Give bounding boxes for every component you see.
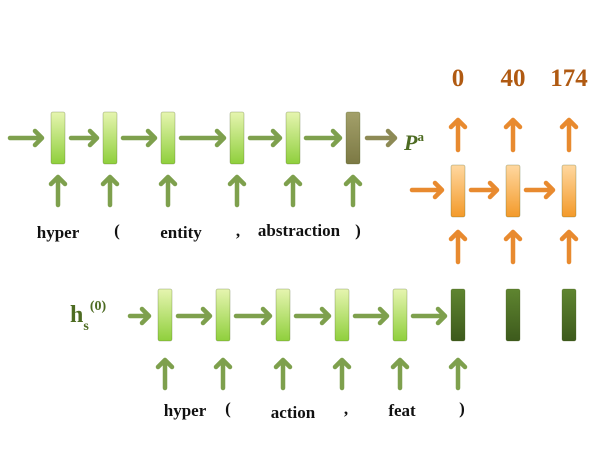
token-label: ) <box>459 399 465 418</box>
token-label: abstraction <box>258 221 341 240</box>
up-arrow-icon <box>343 174 363 208</box>
up-arrow-icon <box>559 117 579 153</box>
token-label: ( <box>225 399 231 418</box>
encoder-cell <box>157 288 173 342</box>
up-arrow-icon <box>448 357 468 391</box>
right-arrow-icon <box>68 128 100 148</box>
encoder-cell <box>102 111 118 165</box>
encoder-cell <box>160 111 176 165</box>
decoder-outputs: 0 40 174 <box>452 65 589 92</box>
top-token-row: hyper ( entity , abstraction ) <box>37 221 361 242</box>
output-number: 174 <box>550 65 588 92</box>
final-state-cell <box>450 288 466 342</box>
right-arrow-icon <box>468 180 500 200</box>
right-arrow-icon <box>233 306 273 326</box>
right-arrow-icon <box>364 128 398 148</box>
right-arrow-icon <box>410 306 448 326</box>
bottom-token-row: hyper ( action , feat ) <box>164 399 465 422</box>
decoder-cell <box>450 164 466 218</box>
up-arrow-icon <box>100 174 120 208</box>
final-encoder-cell <box>345 111 361 165</box>
encoder-cell <box>334 288 350 342</box>
token-label: hyper <box>164 401 207 420</box>
right-arrow-icon <box>178 128 227 148</box>
up-arrow-icon <box>448 117 468 153</box>
encoder-cell <box>275 288 291 342</box>
up-arrow-icon <box>273 357 293 391</box>
decoder-cell <box>505 164 521 218</box>
up-arrow-icon <box>155 357 175 391</box>
token-label: feat <box>388 401 416 420</box>
output-number: 0 <box>452 65 465 92</box>
encoder-cell <box>285 111 301 165</box>
encoder-output-label: Pa <box>403 129 424 155</box>
right-arrow-icon <box>409 180 445 200</box>
token-label: hyper <box>37 223 80 242</box>
up-arrow-icon <box>158 174 178 208</box>
right-arrow-icon <box>352 306 390 326</box>
right-arrow-icon <box>247 128 283 148</box>
up-arrow-icon <box>559 229 579 265</box>
right-arrow-icon <box>175 306 213 326</box>
decoder-cell <box>561 164 577 218</box>
dark-state-cell <box>561 288 577 342</box>
right-arrow-icon <box>293 306 332 326</box>
encoder-cell <box>229 111 245 165</box>
token-label: action <box>271 403 316 422</box>
encoder-cell <box>215 288 231 342</box>
network-shapes <box>7 111 579 391</box>
up-arrow-icon <box>48 174 68 208</box>
encoder-cell <box>50 111 66 165</box>
up-arrow-icon <box>448 229 468 265</box>
encoder-cell <box>392 288 408 342</box>
token-label: entity <box>160 223 202 242</box>
up-arrow-icon <box>503 117 523 153</box>
token-label: , <box>236 221 240 240</box>
right-arrow-icon <box>120 128 158 148</box>
token-label: , <box>344 399 348 418</box>
up-arrow-icon <box>332 357 352 391</box>
up-arrow-icon <box>213 357 233 391</box>
up-arrow-icon <box>390 357 410 391</box>
token-label: ( <box>114 221 120 240</box>
dark-state-cell <box>505 288 521 342</box>
initial-state-label: hs(0) <box>70 299 106 334</box>
token-label: ) <box>355 221 361 240</box>
up-arrow-icon <box>227 174 247 208</box>
up-arrow-icon <box>283 174 303 208</box>
right-arrow-icon <box>303 128 343 148</box>
right-arrow-icon <box>127 306 152 326</box>
right-arrow-icon <box>523 180 556 200</box>
right-arrow-icon <box>7 128 45 148</box>
output-number: 40 <box>501 65 526 92</box>
up-arrow-icon <box>503 229 523 265</box>
